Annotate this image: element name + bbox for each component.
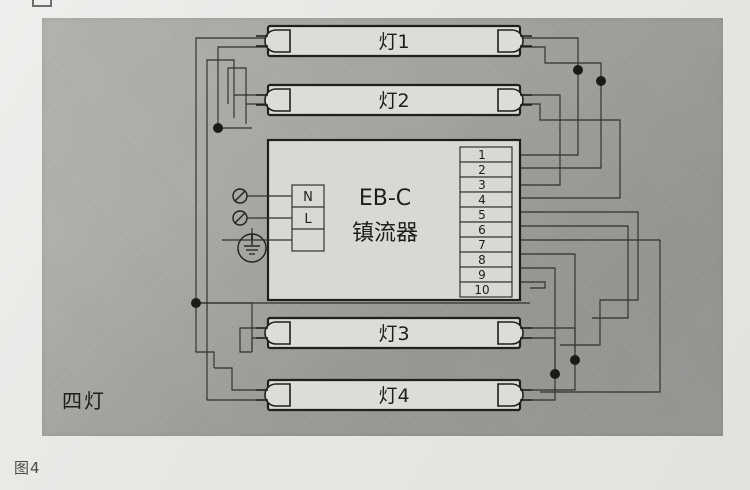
lamp-4[interactable]: 灯4 <box>256 378 532 412</box>
lamp-2-label: 灯2 <box>378 90 409 112</box>
junction-right-upper <box>573 65 583 75</box>
figure-caption: 图4 <box>14 459 41 477</box>
junction-right-lower <box>570 355 580 365</box>
lamp-1-label: 灯1 <box>378 31 409 53</box>
lamp-3[interactable]: 灯3 <box>256 316 532 350</box>
lamp-4-label: 灯4 <box>378 385 409 407</box>
ballast-mains-terminals[interactable]: N L <box>291 184 325 252</box>
output-terminal-6: 6 <box>478 223 486 237</box>
crop-mark <box>32 0 52 7</box>
ballast-unit[interactable]: EB-C 镇流器 N L 1 <box>266 138 522 302</box>
junction-left-upper <box>213 123 223 133</box>
mains-input[interactable] <box>222 188 292 263</box>
lamp-2[interactable]: 灯2 <box>256 83 532 117</box>
output-terminal-8: 8 <box>478 253 486 267</box>
junction-right-lower2 <box>550 369 560 379</box>
lamp-1[interactable]: 灯1 <box>256 24 532 58</box>
ballast-type-label: 镇流器 <box>352 221 418 246</box>
terminal-n-label: N <box>303 190 313 205</box>
ballast-model-label: EB-C <box>359 186 411 211</box>
wire-harness <box>195 37 661 401</box>
panel-label: 四灯 <box>62 389 106 413</box>
ballast-output-terminals[interactable]: 1 2 3 4 5 6 7 8 9 10 <box>459 146 513 298</box>
terminal-l-label: L <box>304 212 312 227</box>
lamp-3-label: 灯3 <box>378 323 409 345</box>
output-terminal-10: 10 <box>474 283 489 297</box>
junction-left-lower <box>191 298 201 308</box>
junction-dots <box>191 65 606 379</box>
output-terminal-7: 7 <box>478 238 486 252</box>
output-terminal-1: 1 <box>478 148 486 162</box>
output-terminal-9: 9 <box>478 268 486 282</box>
output-terminal-3: 3 <box>478 178 486 192</box>
output-terminal-5: 5 <box>478 208 486 222</box>
output-terminal-4: 4 <box>478 193 486 207</box>
junction-right-upper2 <box>596 76 606 86</box>
output-terminal-2: 2 <box>478 163 486 177</box>
